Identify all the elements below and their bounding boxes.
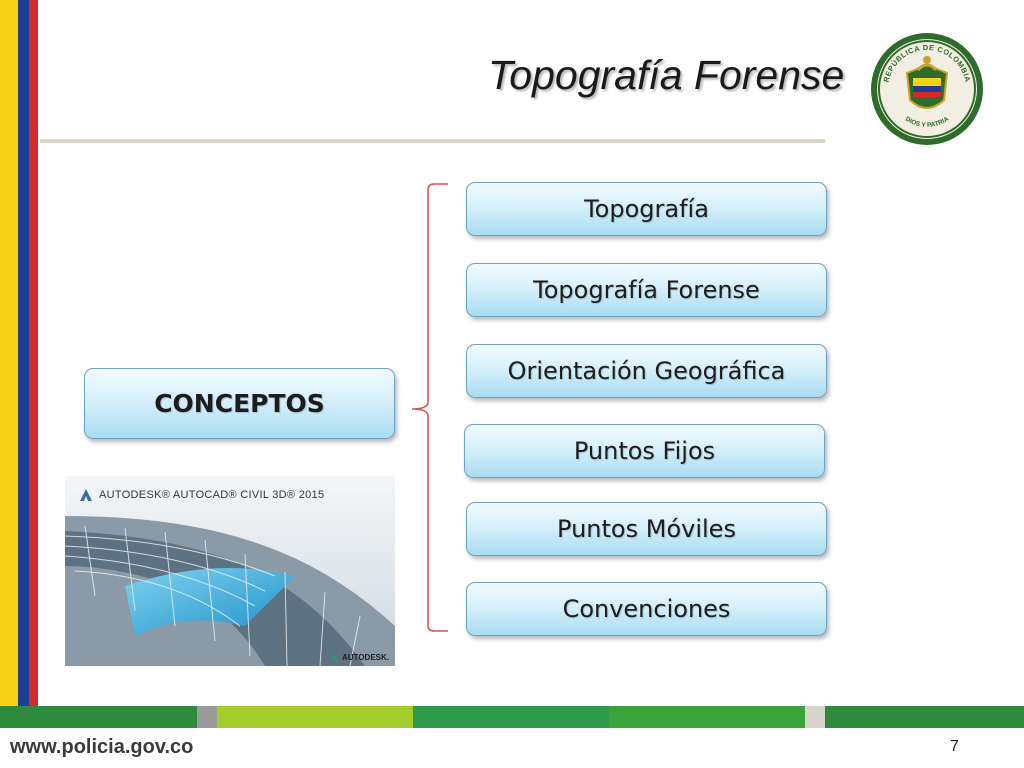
concept-bracket — [411, 183, 448, 632]
slide-title: Topografía Forense — [488, 52, 845, 98]
autodesk-small-icon — [330, 653, 339, 662]
concept-item-label: Convenciones — [562, 595, 731, 623]
page-number: 7 — [950, 738, 959, 755]
footer-band-green-3 — [609, 706, 805, 728]
police-seal-logo: REPÚBLICA DE COLOMBIA DIOS Y PATRIA — [871, 33, 983, 145]
footer-band-gray-1 — [197, 706, 217, 728]
footer-band-green-4 — [825, 706, 1024, 728]
conceptos-box[interactable]: CONCEPTOS — [84, 368, 395, 439]
concept-item-topografia[interactable]: Topografía — [466, 182, 827, 236]
concept-item-orientacion-geografica[interactable]: Orientación Geográfica — [466, 344, 827, 398]
footer-band-lime-1 — [217, 706, 413, 728]
bridge-rendering — [65, 476, 395, 666]
footer-band-green-1 — [0, 706, 197, 728]
concept-item-label: Puntos Fijos — [573, 437, 716, 465]
footer-band-gray-2 — [805, 706, 825, 728]
concept-item-puntos-moviles[interactable]: Puntos Móviles — [466, 502, 827, 556]
flag-stripe-red — [29, 0, 38, 715]
autocad-brand-text: AUTODESK® AUTOCAD® CIVIL 3D® 2015 — [79, 488, 324, 502]
title-divider — [40, 139, 825, 143]
conceptos-label: CONCEPTOS — [154, 389, 325, 418]
flag-stripe-yellow — [0, 0, 18, 715]
concept-item-label: Topografía — [584, 195, 709, 223]
concept-item-label: Topografía Forense — [533, 276, 760, 304]
concept-item-label: Puntos Móviles — [557, 515, 736, 543]
concept-item-puntos-fijos[interactable]: Puntos Fijos — [464, 424, 825, 478]
concept-item-label: Orientación Geográfica — [507, 357, 786, 385]
autocad-civil3d-image: AUTODESK® AUTOCAD® CIVIL 3D® 2015 AUTODE… — [65, 476, 395, 666]
concept-item-convenciones[interactable]: Convenciones — [466, 582, 827, 636]
autodesk-footer-logo: AUTODESK. — [330, 653, 389, 662]
autodesk-footer-label: AUTODESK. — [342, 653, 389, 662]
autocad-brand-label: AUTODESK® AUTOCAD® CIVIL 3D® 2015 — [99, 489, 325, 501]
autodesk-a-icon — [80, 489, 92, 501]
footer-url: www.policia.gov.co — [10, 736, 194, 758]
concept-item-topografia-forense[interactable]: Topografía Forense — [466, 263, 827, 317]
footer-band-green-2 — [413, 706, 609, 728]
flag-stripe-blue — [18, 0, 29, 715]
